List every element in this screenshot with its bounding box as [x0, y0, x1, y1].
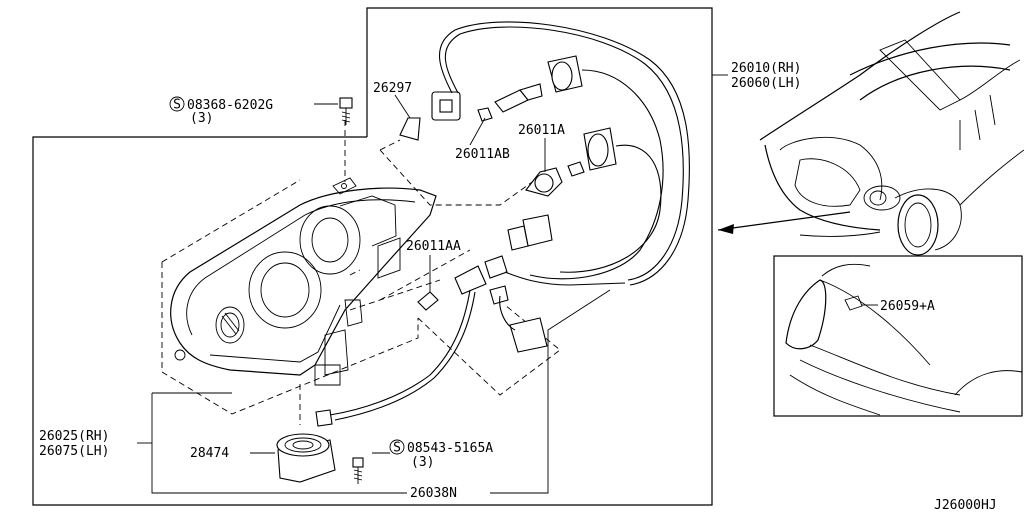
label-26011AA: 26011AA [406, 239, 461, 254]
bulbs-and-sockets [399, 55, 617, 353]
label-28474: 28474 [190, 446, 229, 461]
label-08368-qty: (3) [190, 111, 213, 126]
screw-symbols [169, 96, 405, 455]
label-26011A: 26011A [518, 123, 565, 138]
inset-detail [785, 263, 1023, 416]
label-26059A: 26059+A [880, 299, 935, 314]
screw-symbol-1: S [173, 98, 181, 113]
label-08543-qty: (3) [411, 455, 434, 470]
label-26075: 26075(LH) [39, 444, 109, 459]
label-26297: 26297 [373, 81, 412, 96]
label-08543: 08543-5165A [407, 441, 493, 456]
leveling-actuator [276, 433, 336, 483]
label-08368: 08368-6202G [187, 98, 273, 113]
label-26038N: 26038N [410, 486, 457, 501]
screw-symbol-2: S [393, 441, 401, 456]
wiring [315, 21, 690, 427]
callout-leaders [137, 74, 878, 494]
label-26060: 26060(LH) [731, 76, 801, 91]
screws [339, 97, 364, 484]
label-26025: 26025(RH) [39, 429, 109, 444]
car-overview [717, 11, 1024, 256]
label-26010: 26010(RH) [731, 61, 801, 76]
headlamp-assembly [170, 177, 437, 386]
drawing-code: J26000HJ [934, 498, 997, 512]
label-26011AB: 26011AB [455, 147, 510, 162]
frame-lines [32, 7, 1023, 506]
